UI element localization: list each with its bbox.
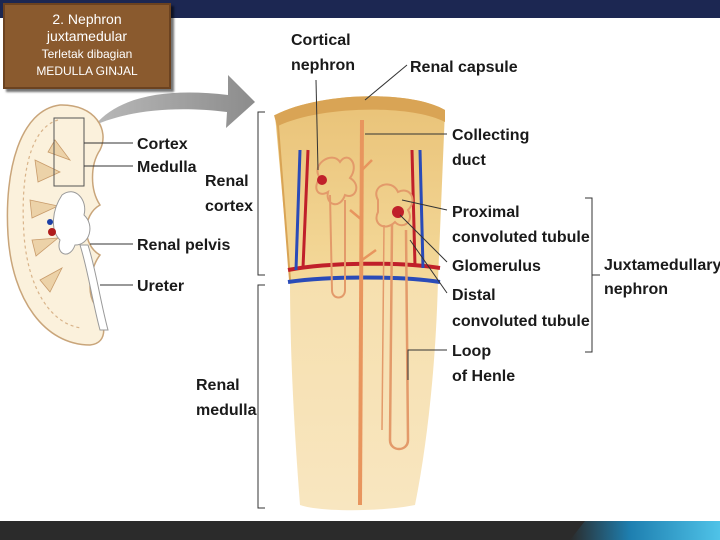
- subtitle-line-2: MEDULLA GINJAL: [5, 64, 169, 79]
- label-renal-capsule: Renal capsule: [410, 59, 518, 76]
- label-proximal-2: convoluted tubule: [452, 229, 590, 246]
- label-cortical-nephron-1: Cortical: [291, 32, 351, 49]
- label-glomerulus: Glomerulus: [452, 258, 541, 275]
- subtitle-line-1: Terletak dibagian: [5, 47, 169, 62]
- label-renal-pelvis: Renal pelvis: [137, 237, 230, 254]
- label-cortex: Cortex: [137, 136, 188, 153]
- renal-block: [275, 96, 445, 510]
- label-juxta-2: nephron: [604, 281, 668, 298]
- label-renal-medulla-1: Renal: [196, 377, 240, 394]
- label-juxta-1: Juxtamedullary: [604, 257, 720, 274]
- label-renal-medulla-2: medulla: [196, 402, 257, 419]
- label-renal-cortex-1: Renal: [205, 173, 249, 190]
- label-loop-2: of Henle: [452, 368, 515, 385]
- label-cortical-nephron-2: nephron: [291, 57, 355, 74]
- title-line-1: 2. Nephron: [5, 11, 169, 28]
- bottom-accent: [570, 521, 720, 540]
- label-medulla: Medulla: [137, 159, 197, 176]
- label-distal-2: convoluted tubule: [452, 313, 590, 330]
- label-collecting-duct-2: duct: [452, 152, 486, 169]
- label-ureter: Ureter: [137, 278, 184, 295]
- label-loop-1: Loop: [452, 343, 491, 360]
- title-callout: 2. Nephron juxtamedular Terletak dibagia…: [3, 3, 171, 89]
- label-renal-cortex-2: cortex: [205, 198, 253, 215]
- kidney-cross-section: [7, 105, 108, 345]
- label-collecting-duct-1: Collecting: [452, 127, 529, 144]
- label-distal-1: Distal: [452, 287, 496, 304]
- title-line-2: juxtamedular: [5, 28, 169, 45]
- label-proximal-1: Proximal: [452, 204, 520, 221]
